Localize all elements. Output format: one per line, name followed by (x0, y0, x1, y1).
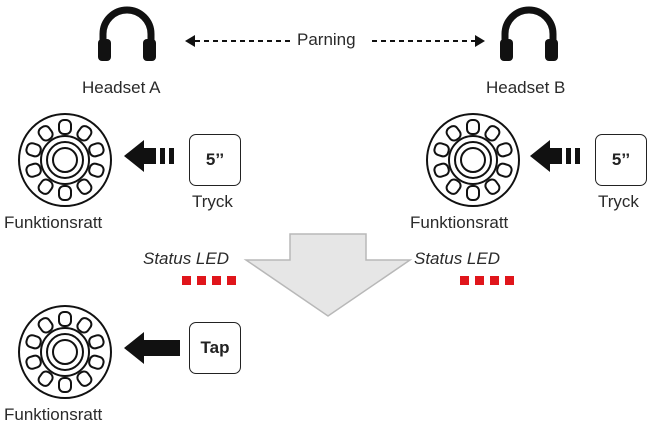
dial-label-right: Funktionsratt (410, 213, 509, 232)
pairing-label: Parning (297, 30, 356, 49)
led-light (505, 276, 514, 285)
headset-a-label: Headset A (82, 78, 161, 97)
pairing-arrow (185, 35, 485, 47)
press-label-right: Tryck (598, 192, 639, 211)
key-label: Tap (200, 338, 230, 357)
led-light (182, 276, 191, 285)
function-dial-icon (18, 305, 112, 399)
right-press-arrow-icon (530, 140, 580, 172)
tap-key: Tap (189, 322, 241, 374)
key-label: 5’’ (611, 150, 631, 169)
left-press-arrow-icon (124, 140, 174, 172)
led-light (475, 276, 484, 285)
headset-b-label: Headset B (486, 78, 566, 97)
status-led-label-right: Status LED (414, 249, 500, 268)
press-label-left: Tryck (192, 192, 233, 211)
headset-b-icon (500, 6, 558, 61)
led-light (227, 276, 236, 285)
status-led-left (182, 276, 236, 285)
status-led-right (460, 276, 514, 285)
hold-5s-key-left: 5’’ (189, 134, 241, 186)
status-led-label-left: Status LED (143, 249, 229, 268)
function-dial-icon (18, 113, 112, 207)
led-light (460, 276, 469, 285)
hold-5s-key-right: 5’’ (595, 134, 647, 186)
function-dial-icon (426, 113, 520, 207)
dial-label-bottom: Funktionsratt (4, 405, 103, 424)
headset-a-icon (98, 6, 156, 61)
down-arrow-icon (243, 233, 413, 317)
dial-label-left: Funktionsratt (4, 213, 103, 232)
led-light (197, 276, 206, 285)
led-light (212, 276, 221, 285)
tap-arrow-icon (124, 332, 180, 364)
key-label: 5’’ (205, 150, 225, 169)
led-light (490, 276, 499, 285)
